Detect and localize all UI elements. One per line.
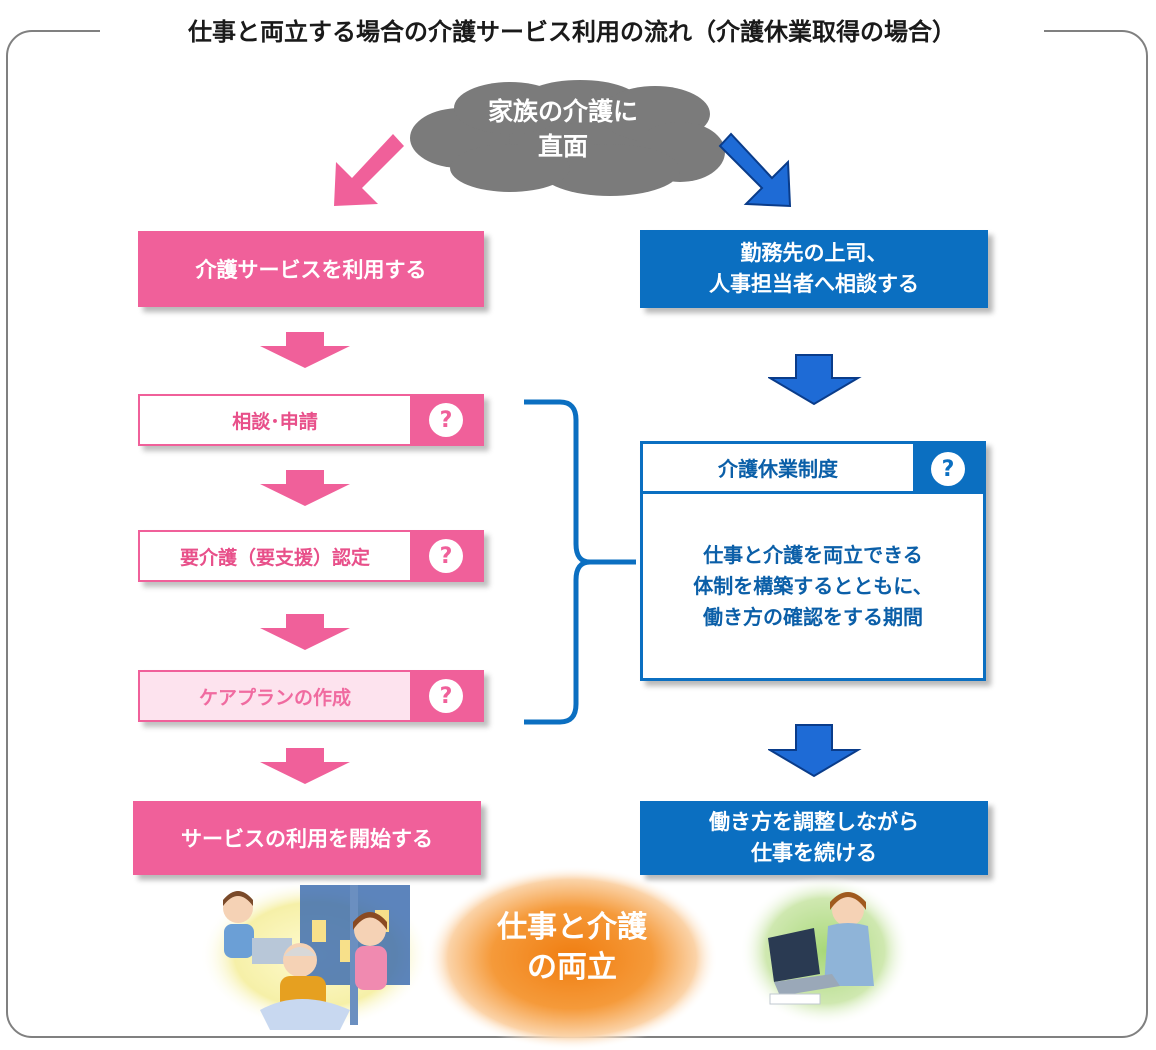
step-label: ケアプランの作成 <box>198 686 351 709</box>
blue-diagonal-arrow <box>718 132 792 208</box>
care-leave-description: 仕事と介護を両立できる 体制を構築するとともに、 働き方の確認をする期間 <box>643 494 983 678</box>
curly-bracket <box>524 399 636 725</box>
balance-text: 仕事と介護 の両立 <box>430 908 714 988</box>
continue-line-1: 働き方を調整しながら <box>709 810 919 834</box>
care-leave-system-box: 介護休業制度 ? 仕事と介護を両立できる 体制を構築するとともに、 働き方の確認… <box>640 441 986 681</box>
help-cell: ? <box>410 672 482 720</box>
page-title: 仕事と両立する場合の介護サービス利用の流れ（介護休業取得の場合） <box>100 14 1044 50</box>
question-icon[interactable]: ? <box>429 403 463 437</box>
working-woman-illustration <box>740 876 910 1026</box>
pink-down-arrow-2 <box>260 470 350 506</box>
help-cell: ? <box>410 532 482 580</box>
balance-glow <box>426 866 718 1050</box>
description-line-1: 仕事と介護を両立できる <box>703 542 923 567</box>
description-line-2: 体制を構築するとともに、 <box>693 573 933 598</box>
balance-line-1: 仕事と介護 <box>497 910 647 945</box>
care-leave-title: 介護休業制度 <box>643 444 913 494</box>
description-line-3: 働き方の確認をする期間 <box>703 604 923 629</box>
cloud-text: 家族の介護に 直面 <box>460 94 666 164</box>
balance-line-2: の両立 <box>527 950 617 985</box>
question-icon[interactable]: ? <box>931 452 965 486</box>
question-icon[interactable]: ? <box>429 679 463 713</box>
use-service-box: 介護サービスを利用する <box>138 231 484 307</box>
caregiving-illustration <box>200 880 430 1030</box>
help-cell: ? <box>410 396 482 444</box>
cloud-line-2: 直面 <box>537 132 588 161</box>
continue-line-2: 仕事を続ける <box>751 841 877 865</box>
consult-line-2: 人事担当者へ相談する <box>709 272 919 296</box>
step-label: 相談･申請 <box>232 410 318 433</box>
step-label: 要介護（要支援）認定 <box>179 546 370 569</box>
step-care-certification: 要介護（要支援）認定 ? <box>138 530 484 582</box>
start-service-box: サービスの利用を開始する <box>133 801 481 875</box>
consult-employer-box: 勤務先の上司、 人事担当者へ相談する <box>640 230 988 308</box>
blue-down-arrow-2 <box>768 724 862 778</box>
continue-work-box: 働き方を調整しながら 仕事を続ける <box>640 801 988 875</box>
blue-down-arrow-1 <box>768 354 862 406</box>
cloud-line-1: 家族の介護に <box>487 97 638 126</box>
pink-diagonal-arrow <box>334 134 404 206</box>
cloud-shape <box>410 80 725 196</box>
consult-line-1: 勤務先の上司、 <box>740 241 888 265</box>
pink-down-arrow-4 <box>260 748 350 784</box>
step-care-plan: ケアプランの作成 ? <box>138 670 484 722</box>
help-cell: ? <box>913 444 983 494</box>
step-consult-apply: 相談･申請 ? <box>138 394 484 446</box>
pink-down-arrow-3 <box>260 614 350 650</box>
pink-down-arrow-1 <box>260 332 350 368</box>
question-icon[interactable]: ? <box>429 539 463 573</box>
